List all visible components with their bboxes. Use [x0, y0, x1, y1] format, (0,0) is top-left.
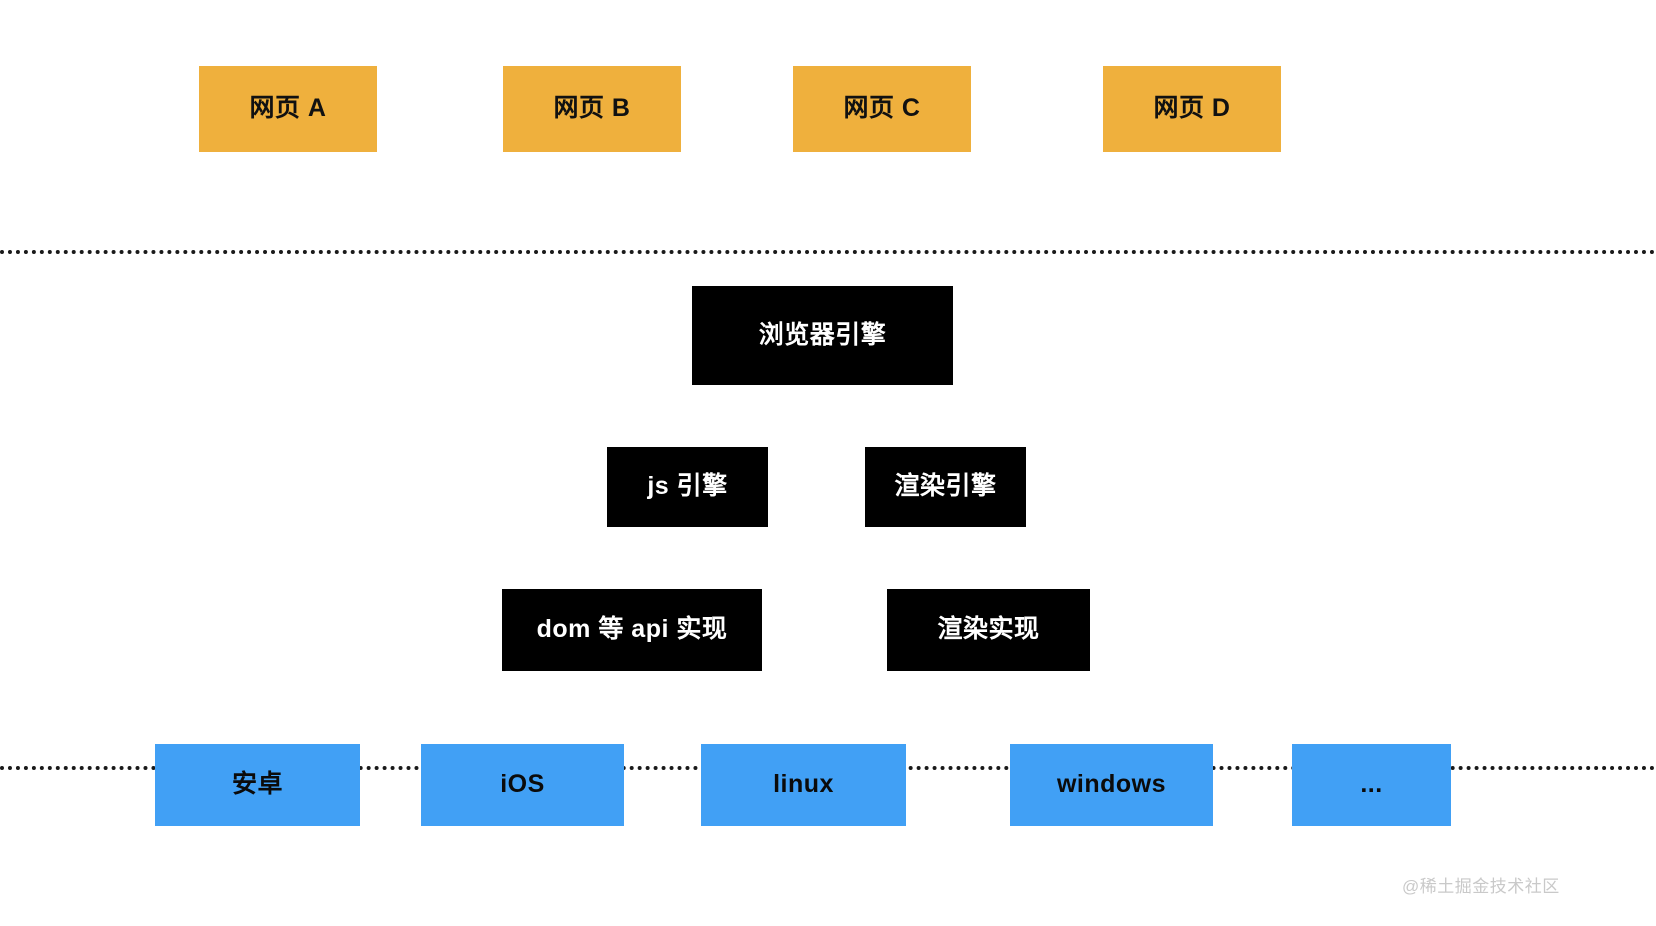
node-dom-api-impl: dom 等 api 实现	[502, 589, 762, 671]
node-label: ...	[1360, 770, 1383, 799]
node-label: 网页 C	[843, 94, 921, 123]
node-label: js 引擎	[647, 472, 728, 501]
node-label: 渲染实现	[937, 615, 1040, 644]
node-os-others: ...	[1292, 744, 1451, 826]
node-os-ios: iOS	[421, 744, 624, 826]
node-label: iOS	[500, 770, 545, 799]
node-label: 网页 B	[553, 94, 631, 123]
node-label: 网页 A	[249, 94, 327, 123]
node-webpage-c: 网页 C	[793, 66, 971, 152]
node-webpage-b: 网页 B	[503, 66, 681, 152]
node-webpage-d: 网页 D	[1103, 66, 1281, 152]
node-label: windows	[1056, 770, 1167, 799]
node-os-linux: linux	[701, 744, 906, 826]
node-webpage-a: 网页 A	[199, 66, 377, 152]
watermark: @稀土掘金技术社区	[1402, 877, 1560, 896]
node-label: 安卓	[231, 770, 283, 799]
node-browser-engine: 浏览器引擎	[692, 286, 953, 385]
divider-top	[0, 250, 1656, 254]
node-render-impl: 渲染实现	[887, 589, 1090, 671]
node-label: 网页 D	[1153, 94, 1231, 123]
node-js-engine: js 引擎	[607, 447, 768, 527]
node-label: linux	[773, 770, 834, 799]
node-label: dom 等 api 实现	[536, 615, 728, 644]
node-render-engine: 渲染引擎	[865, 447, 1026, 527]
node-os-android: 安卓	[155, 744, 360, 826]
node-label: 浏览器引擎	[758, 320, 887, 349]
node-os-windows: windows	[1010, 744, 1213, 826]
node-label: 渲染引擎	[894, 472, 997, 501]
